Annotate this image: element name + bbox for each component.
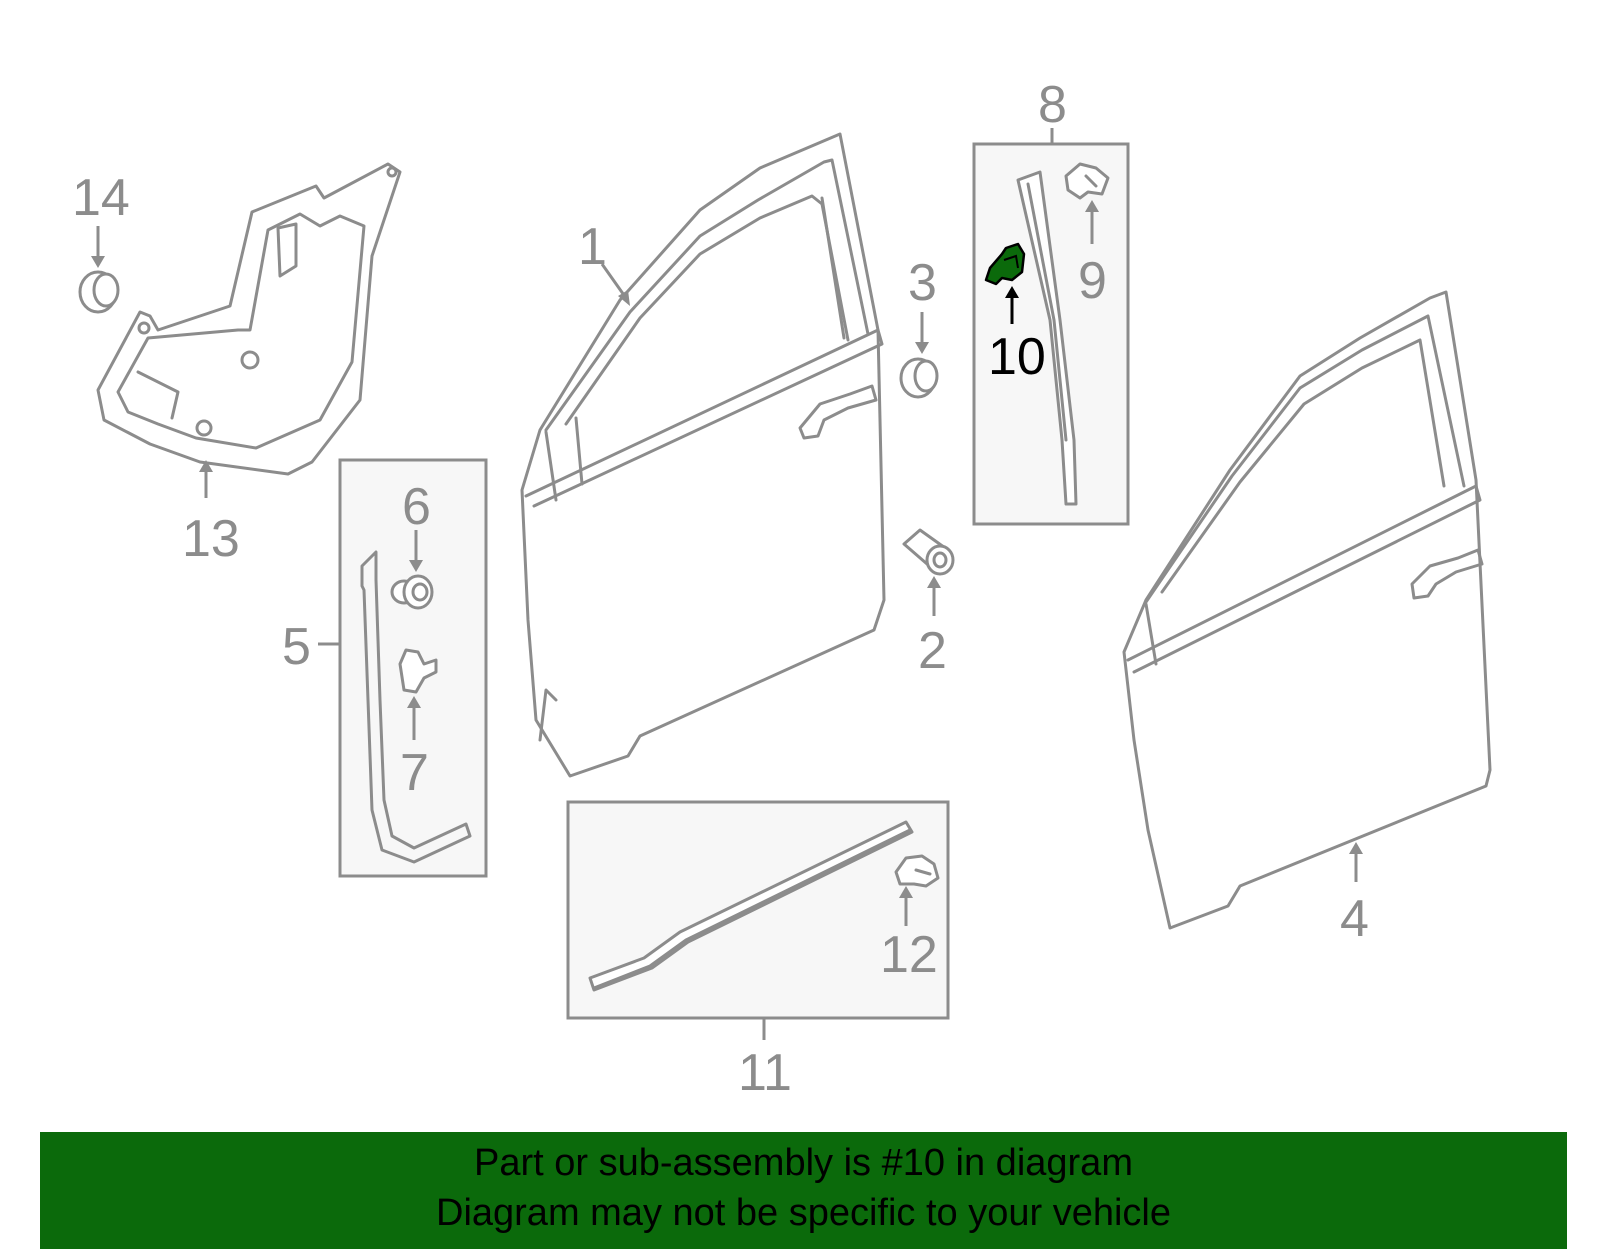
part-14-clip [78,270,120,314]
callout-13: 13 [182,510,240,568]
part-4-rear-door [1122,290,1492,930]
callout-5: 5 [282,618,311,676]
callout-2: 2 [918,622,947,680]
group-box-11 [566,800,950,1020]
part-7-clip [398,648,438,694]
part-13-splash-shield [96,162,402,476]
leader-1 [600,263,628,299]
callout-7: 7 [400,744,429,802]
callout-11: 11 [738,1044,792,1102]
part-8-pillar-garnish [1016,170,1078,506]
callout-14: 14 [72,169,130,227]
part-11-door-molding [588,820,914,992]
callout-6: 6 [402,478,431,536]
banner-line-1: Part or sub-assembly is #10 in diagram [474,1142,1133,1184]
callout-3: 3 [908,254,937,312]
callout-8: 8 [1038,76,1067,134]
part-10-clip-highlighted [984,242,1026,286]
callout-4: 4 [1340,890,1369,948]
part-9-clip [1064,162,1110,200]
callout-12: 12 [880,926,938,984]
part-3-plug [899,357,939,399]
callout-9: 9 [1078,252,1107,310]
banner-line-2: Diagram may not be specific to your vehi… [436,1192,1171,1234]
part-6-clip [390,574,434,610]
part-2-stopper [902,528,955,576]
callout-10: 10 [988,328,1046,386]
part-5-weatherstrip [360,550,472,864]
info-banner: Part or sub-assembly is #10 in diagram D… [40,1132,1567,1249]
part-12-clip [894,854,940,888]
part-1-front-door [520,132,886,778]
callout-1: 1 [578,218,607,276]
